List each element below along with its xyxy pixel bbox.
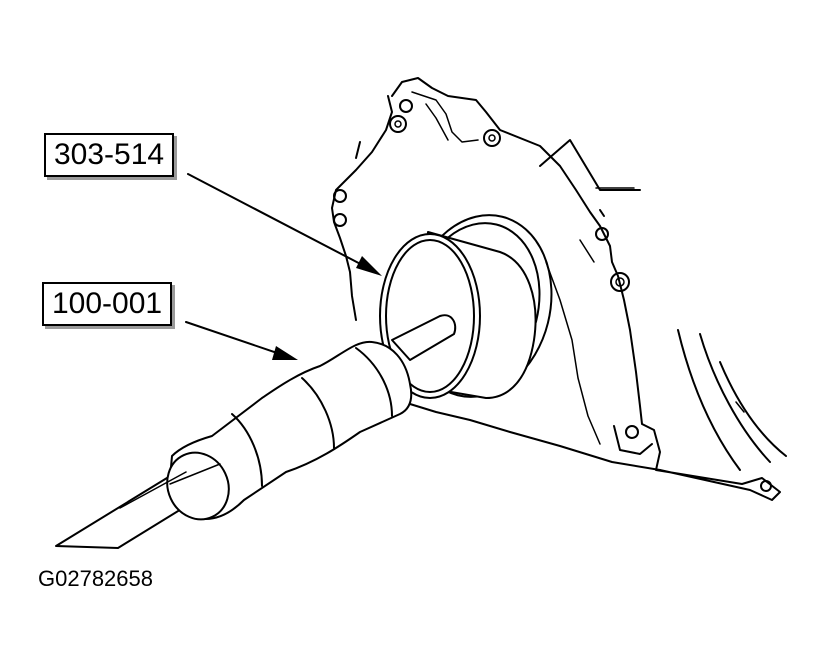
callout-handle: 100-001 xyxy=(42,282,173,326)
leader-arrows xyxy=(185,173,382,360)
seal-installer-303-514 xyxy=(379,231,537,399)
arrow-head-100 xyxy=(272,346,298,360)
figure-id: G02782658 xyxy=(38,566,153,591)
handle-100-001 xyxy=(55,314,457,549)
arrow-head-303 xyxy=(356,256,382,276)
callout-seal-installer: 303-514 xyxy=(44,133,175,177)
